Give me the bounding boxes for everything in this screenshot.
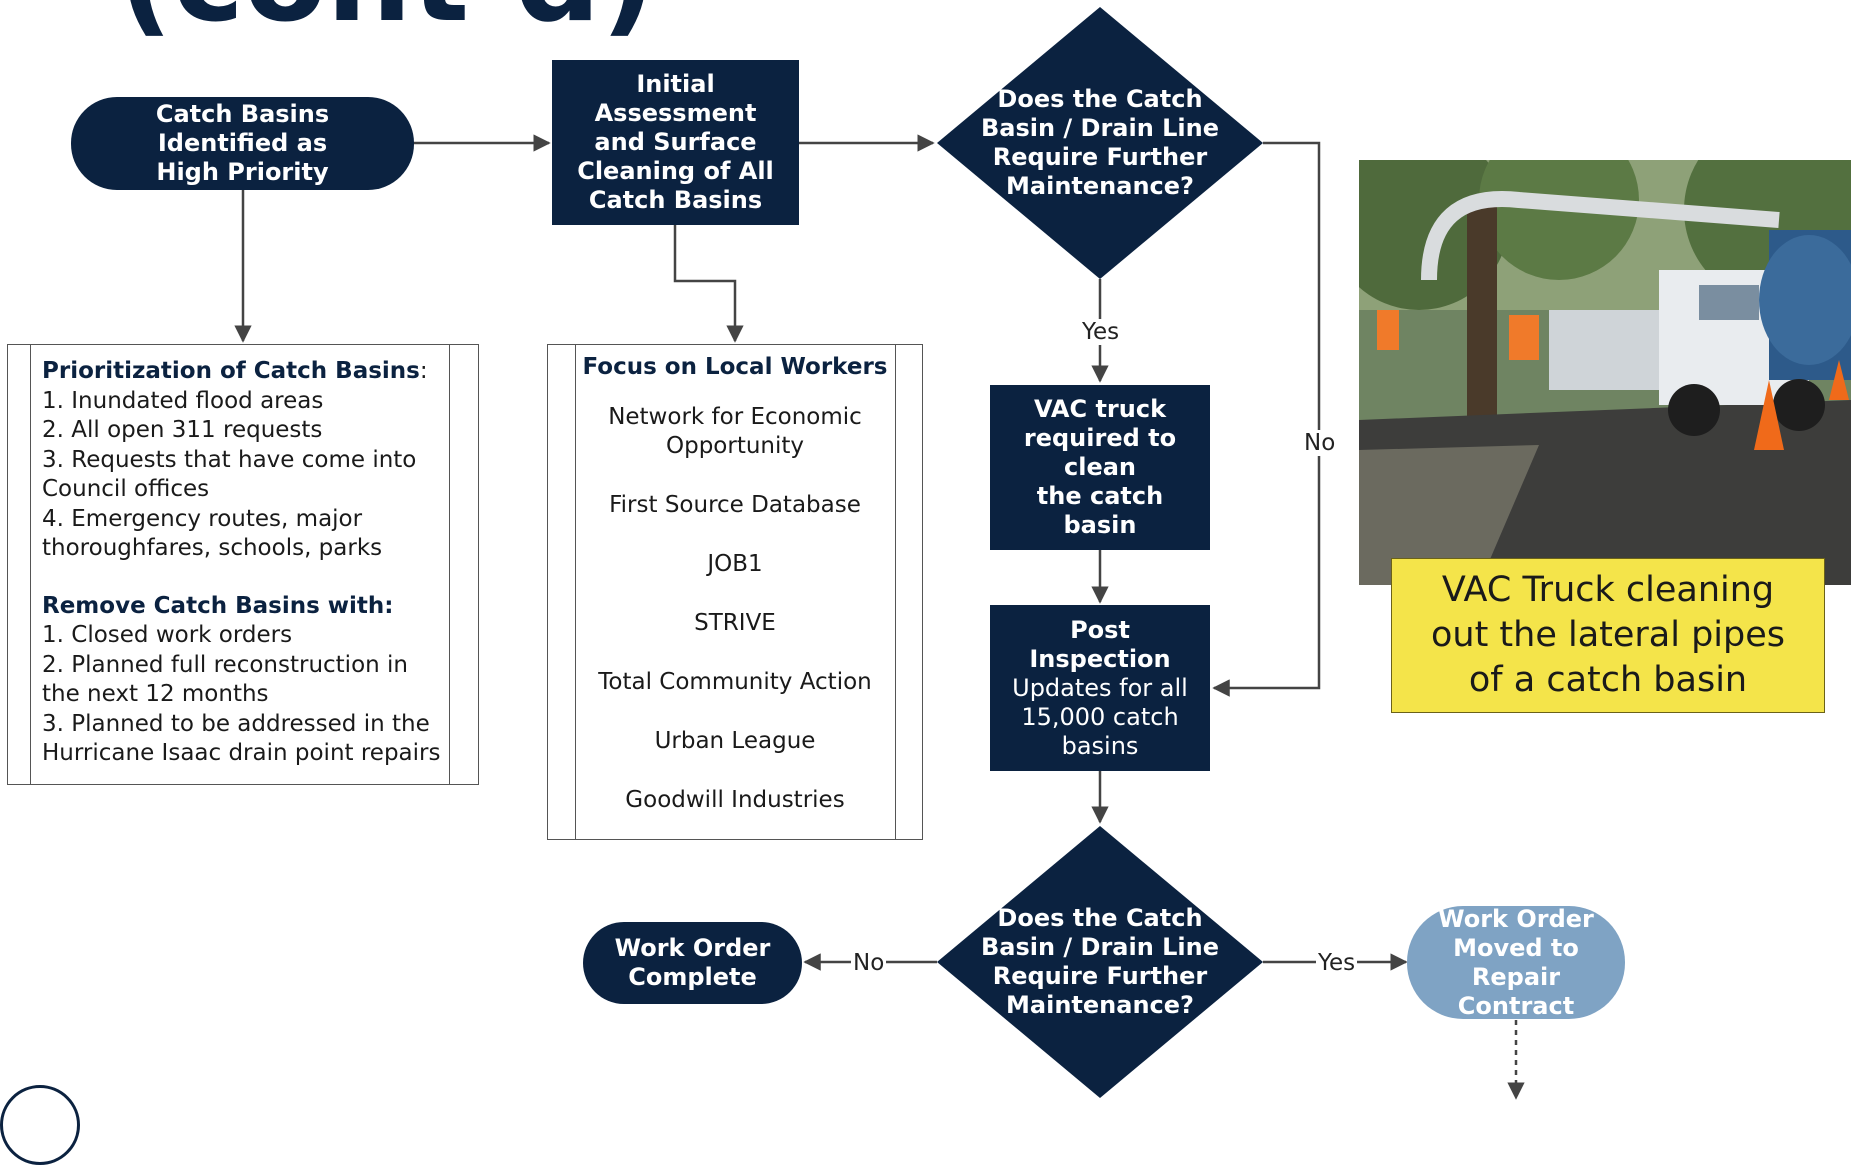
worker-program: Network for Economic Opportunity (608, 403, 862, 460)
decision-1-text: Does the Catch Basin / Drain Line Requir… (980, 85, 1220, 200)
decision-diamond-2 (937, 826, 1263, 1098)
worker-program: JOB1 (707, 551, 763, 577)
edge-decision1-no (1212, 141, 1321, 697)
decision-2-no-label: No (851, 950, 887, 976)
decision-1-yes-label: Yes (1080, 319, 1122, 345)
panel-right-rule (895, 345, 896, 839)
photo-caption: VAC Truck cleaning out the lateral pipes… (1391, 558, 1825, 713)
prioritization-item: 2. All open 311 requests (42, 417, 323, 443)
worker-program: Urban League (654, 728, 816, 754)
remove-item: 2. Planned full reconstruction in the ne… (42, 651, 409, 708)
city-seal-logo (0, 1085, 80, 1165)
panel-left-rule (30, 345, 31, 784)
vac-truck-node: VAC truck required to clean the catch ba… (990, 385, 1210, 550)
slide-title-fragment: (cont’d) (118, 0, 656, 40)
prioritization-item: 3. Requests that have come into Council … (42, 446, 417, 503)
worker-program: Total Community Action (598, 669, 872, 695)
prioritization-heading-colon: : (419, 358, 428, 384)
decision-2-text: Does the Catch Basin / Drain Line Requir… (980, 904, 1220, 1019)
worker-program: STRIVE (694, 610, 776, 636)
remove-heading: Remove Catch Basins with: (42, 592, 394, 619)
photo-caption-text: VAC Truck cleaning out the lateral pipes… (1430, 570, 1786, 700)
prioritization-item: 4. Emergency routes, major thoroughfares… (42, 505, 383, 562)
worker-program: Goodwill Industries (625, 787, 845, 813)
workers-text: Focus on Local Workers Network for Econo… (576, 353, 894, 845)
vac-truck-photo (1359, 160, 1851, 585)
work-order-complete-node: Work Order Complete (583, 922, 802, 1004)
prioritization-text: Prioritization of Catch Basins: 1. Inund… (42, 357, 442, 769)
decision-2-yes-label: Yes (1316, 950, 1358, 976)
decision-diamond-1 (937, 7, 1263, 279)
vac-truck-photo-illustration (1359, 160, 1851, 585)
high-priority-node: Catch Basins Identified as High Priority (71, 97, 414, 190)
post-inspection-node: Post Inspection Updates for all 15,000 c… (990, 605, 1210, 771)
worker-program: First Source Database (609, 492, 861, 518)
prioritization-panel: Prioritization of Catch Basins: 1. Inund… (7, 344, 479, 785)
connector-layer (234, 7, 1525, 1100)
prioritization-item: 1. Inundated flood areas (42, 387, 324, 414)
edge-assessment-to-workers (673, 225, 744, 343)
panel-right-rule (449, 345, 450, 784)
panel-left-rule (575, 345, 576, 839)
repair-contract-node: Work Order Moved to Repair Contract (1407, 905, 1625, 1020)
remove-item: 3. Planned to be addressed in the Hurric… (42, 710, 441, 767)
initial-assessment-node: Initial Assessment and Surface Cleaning … (552, 60, 799, 225)
local-workers-panel: Focus on Local Workers Network for Econo… (547, 344, 923, 840)
decision-1-no-label: No (1302, 430, 1338, 456)
workers-heading: Focus on Local Workers (582, 354, 888, 380)
remove-item: 1. Closed work orders (42, 622, 293, 648)
prioritization-heading: Prioritization of Catch Basins (42, 358, 420, 384)
